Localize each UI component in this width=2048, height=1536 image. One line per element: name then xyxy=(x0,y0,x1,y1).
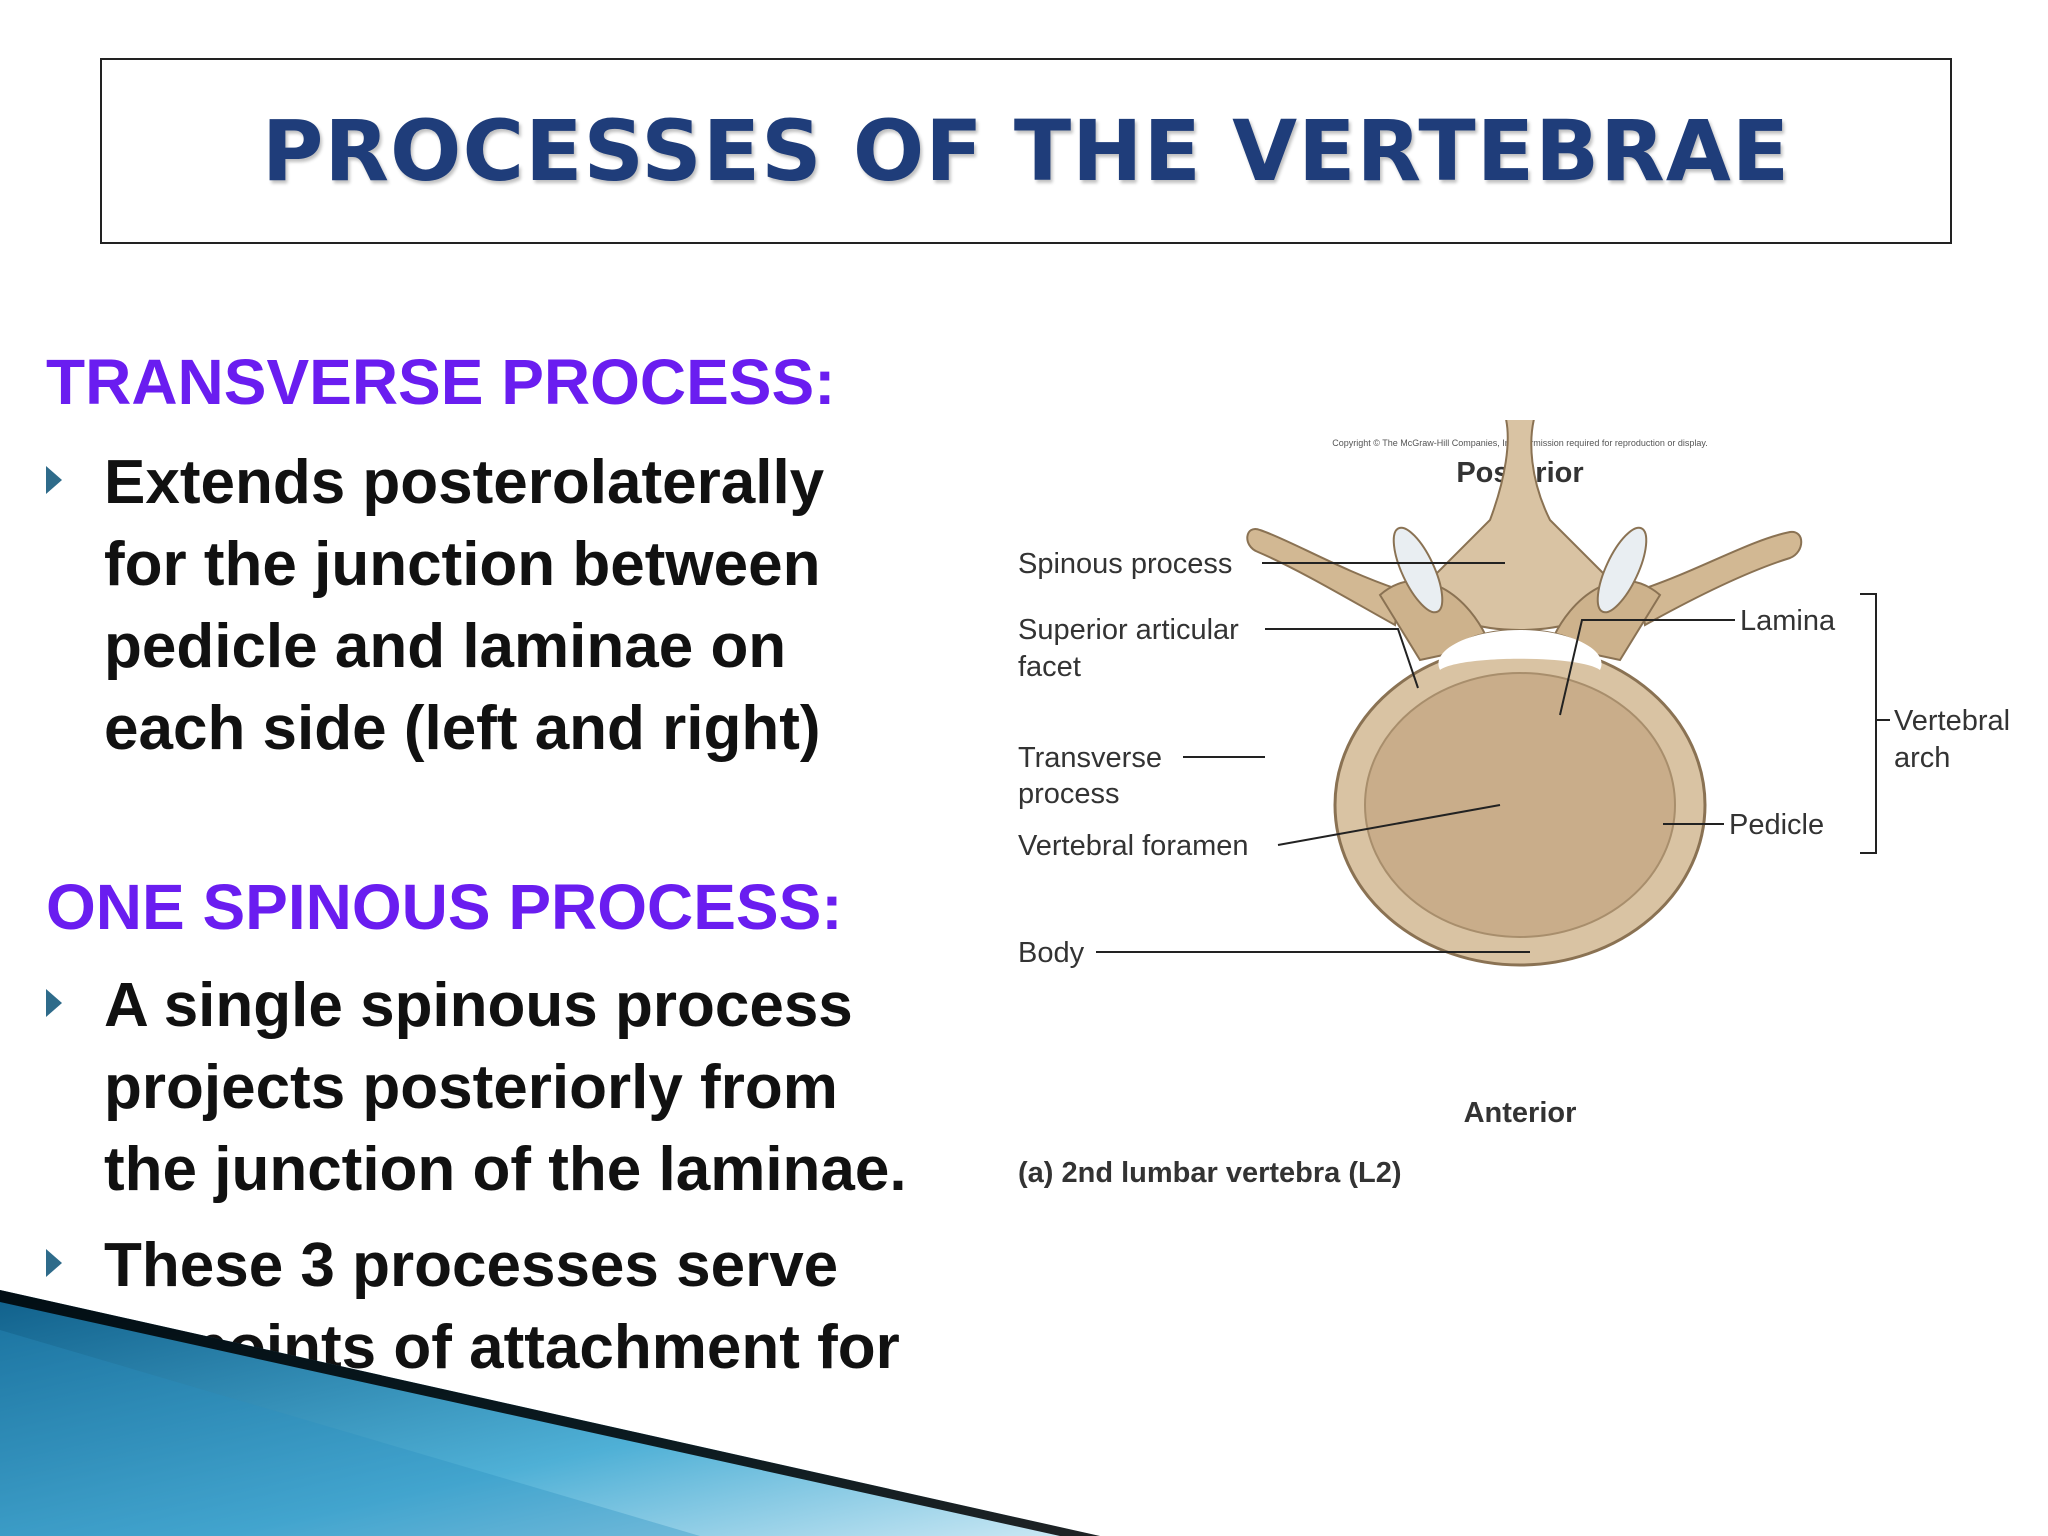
transverse-heading: TRANSVERSE PROCESS: xyxy=(46,346,836,418)
bullet-text: A single spinous process projects poster… xyxy=(104,971,907,1204)
bullet-arrow-icon xyxy=(46,989,62,1017)
figure-caption: (a) 2nd lumbar vertebra (L2) xyxy=(1018,1157,1402,1189)
bullet-transverse: Extends posterolaterally for the junctio… xyxy=(46,442,824,770)
spinous-heading: ONE SPINOUS PROCESS: xyxy=(46,871,843,943)
anterior-label: Anterior xyxy=(1464,1097,1577,1129)
label-process: process xyxy=(1018,778,1120,810)
label-spinous-process: Spinous process xyxy=(1018,548,1232,580)
label-superior-articular: Superior articular xyxy=(1018,614,1239,646)
label-body: Body xyxy=(1018,937,1085,969)
slide-title: PROCESSES OF THE VERTEBRAE xyxy=(261,102,1791,200)
bullet-text: Extends posterolaterally for the junctio… xyxy=(104,448,825,763)
label-pedicle: Pedicle xyxy=(1729,809,1824,841)
label-transverse: Transverse xyxy=(1018,742,1162,774)
bullet-arrow-icon xyxy=(46,1249,62,1277)
bullet-arrow-icon xyxy=(46,466,62,494)
label-vertebral: Vertebral xyxy=(1894,705,2010,737)
label-vertebral-foramen: Vertebral foramen xyxy=(1018,830,1249,862)
vertebra-figure: Copyright © The McGraw-Hill Companies, I… xyxy=(1018,420,2010,1189)
label-lamina: Lamina xyxy=(1740,605,1836,637)
title-box: PROCESSES OF THE VERTEBRAE xyxy=(100,58,1952,244)
vertebra-drawing xyxy=(1246,420,1803,967)
bullet-spinous: A single spinous process projects poster… xyxy=(46,965,907,1211)
corner-decoration xyxy=(0,1290,1100,1536)
label-facet: facet xyxy=(1018,651,1081,683)
label-arch: arch xyxy=(1894,742,1950,774)
